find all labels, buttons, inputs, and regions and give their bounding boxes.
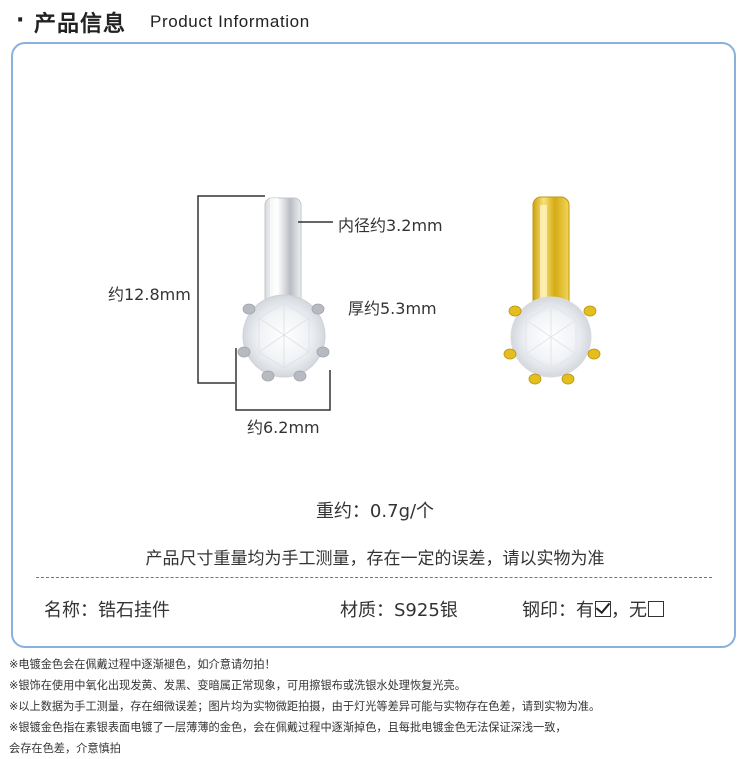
spec-stamp-label: 钢印： — [522, 600, 576, 621]
spec-material: 材质：S925银 — [340, 596, 458, 622]
product-info-card — [11, 42, 736, 648]
header-bullet: · — [16, 8, 25, 33]
spec-material-value: S925银 — [394, 600, 458, 621]
dashed-divider — [36, 577, 712, 578]
section-subtitle: Product Information — [150, 12, 310, 31]
section-title: 产品信息 — [34, 12, 127, 37]
spec-name-label: 名称： — [44, 600, 98, 621]
stamp-yes-checkbox — [595, 601, 611, 617]
silver-pendant — [237, 197, 330, 382]
thickness-label: 厚约5.3mm — [348, 299, 437, 318]
section-header: · 产品信息 Product Information — [0, 0, 750, 42]
note-item: ※银饰在使用中氧化出现发黄、发黑、变暗属正常现象，可用擦银布或洗银水处理恢复光亮… — [9, 679, 466, 692]
note-item: ※电镀金色会在佩戴过程中逐渐褪色，如介意请勿拍！ — [9, 658, 276, 671]
dimension-lines — [197, 195, 333, 411]
notes-list: ※电镀金色会在佩戴过程中逐渐褪色，如介意请勿拍！ ※银饰在使用中氧化出现发黄、发… — [9, 654, 744, 759]
gold-pendant — [503, 196, 601, 385]
spec-stamp: 钢印：有 ，无 — [522, 596, 664, 622]
width-label: 约6.2mm — [247, 418, 320, 437]
height-label: 约12.8mm — [108, 285, 191, 304]
spec-material-label: 材质： — [340, 600, 394, 621]
stamp-no-label: 无 — [629, 600, 647, 621]
note-item: ※银镀金色指在素银表面电镀了一层薄薄的金色，会在佩戴过程中逐渐掉色，且每批电镀金… — [9, 721, 567, 734]
note-item: ※以上数据为手工测量，存在细微误差；图片均为实物微距拍摄，由于灯光等差异可能与实… — [9, 700, 601, 713]
stamp-yes-label: 有 — [576, 600, 594, 621]
spec-name: 名称：锆石挂件 — [44, 596, 170, 622]
spec-name-value: 锆石挂件 — [98, 600, 170, 621]
stamp-separator: ， — [611, 600, 629, 621]
weight-text: 重约：0.7g/个 — [315, 501, 435, 522]
inner-diameter-label: 内径约3.2mm — [338, 216, 443, 235]
stamp-no-checkbox — [648, 601, 664, 617]
measurement-note: 产品尺寸重量均为手工测量，存在一定的误差，请以实物为准 — [145, 549, 605, 569]
note-item: 会存在色差，介意慎拍 — [9, 742, 121, 755]
